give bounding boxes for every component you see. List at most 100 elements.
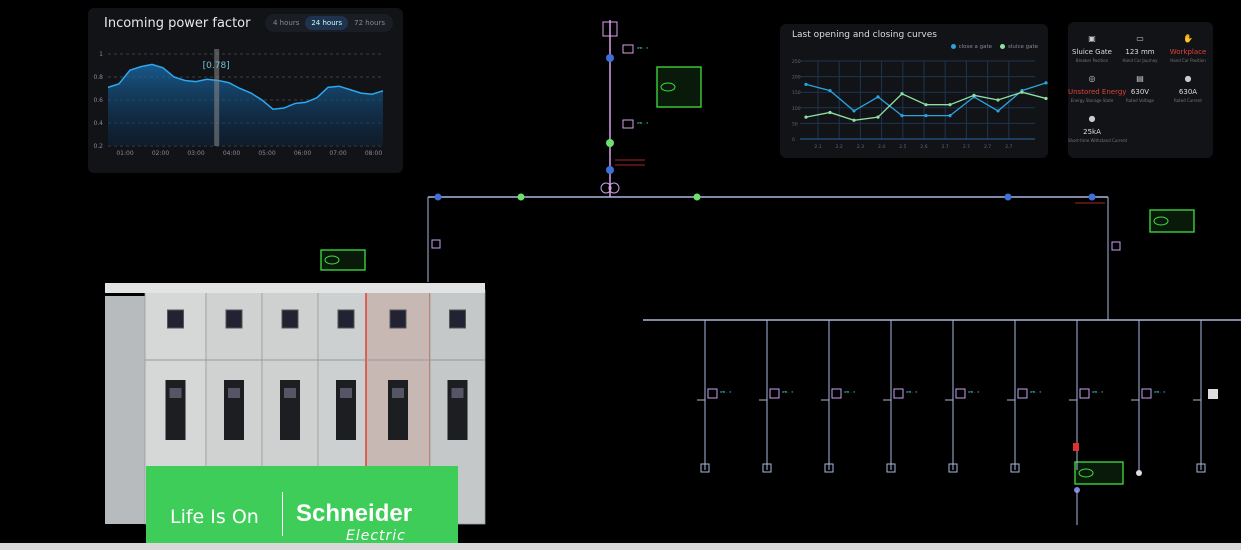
info-value: 25kA <box>1083 128 1101 136</box>
relay-label: IPM ·· 3 <box>1092 390 1103 394</box>
y-tick-label: 0.4 <box>93 120 103 127</box>
cabinet-screen <box>228 388 240 398</box>
data-point <box>924 114 928 118</box>
load-symbol <box>700 463 710 473</box>
x-tick-label: 04:00 <box>223 150 240 157</box>
data-point <box>996 109 1000 113</box>
relay-label: IPM ·· 3 <box>906 390 917 394</box>
x-tick-label: 03:00 <box>187 150 204 157</box>
legend: close a gate sluice gate <box>950 44 1038 50</box>
x-tick-label: 2.7 <box>963 144 970 150</box>
brand-sub: Electric <box>346 528 406 544</box>
load-symbol <box>1136 470 1142 476</box>
breaker-node <box>606 139 614 147</box>
relay-box <box>1141 388 1152 399</box>
data-point <box>852 109 856 113</box>
widget-icon <box>1078 468 1094 478</box>
tagline: Life Is On <box>170 506 259 528</box>
info-value: 630A <box>1178 88 1198 96</box>
cabinet-display <box>449 309 466 329</box>
alarm-breaker <box>1073 443 1079 451</box>
info-item: ▤ 630V Rated Voltage <box>1116 74 1164 103</box>
relay-label: IPM ·· 3 <box>637 121 648 125</box>
y-tick-label: 0.2 <box>93 143 103 150</box>
info-label: Hand Car Position <box>1170 58 1206 63</box>
brand-name: Schneider <box>296 500 413 527</box>
relay-box <box>831 388 842 399</box>
relay-box <box>893 388 904 399</box>
data-point <box>996 98 1000 102</box>
relay-label: IPM ·· 3 <box>1154 390 1165 394</box>
data-point <box>1044 81 1048 85</box>
bus-node <box>434 193 442 201</box>
meter-symbol <box>1208 389 1218 399</box>
breaker-node <box>606 54 614 62</box>
tab-72-hours[interactable]: 72 hours <box>354 19 385 27</box>
x-tick-label: 2.2 <box>836 144 843 150</box>
x-tick-label: 2.3 <box>857 144 864 150</box>
x-tick-label: 2.5 <box>899 144 906 150</box>
x-tick-label: 2.4 <box>878 144 885 150</box>
tooltip-value: [0.78] <box>203 61 230 71</box>
monitor-widget <box>1149 209 1195 233</box>
x-tick-label: 01:00 <box>116 150 133 157</box>
info-value: Unstored Energy <box>1068 88 1127 96</box>
voltage-icon: ▤ <box>1136 74 1144 83</box>
x-tick-label: 2.6 <box>920 144 927 150</box>
info-label: Energy Storage State <box>1070 98 1114 103</box>
tab-4-hours[interactable]: 4 hours <box>272 19 300 27</box>
relay-box <box>769 388 780 399</box>
info-label: Hand Car Journey <box>1122 58 1158 63</box>
y-tick-label: 0.6 <box>93 97 103 104</box>
y-tick-label: 0 <box>792 137 795 143</box>
relay-box <box>707 388 718 399</box>
power-factor-title: Incoming power factor <box>104 16 251 31</box>
widget-icon <box>1153 216 1169 226</box>
monitor-widget <box>1074 461 1124 485</box>
x-tick-label: 08:00 <box>365 150 382 157</box>
hover-marker <box>214 49 220 146</box>
relay-box <box>622 119 634 129</box>
load-symbol <box>1196 463 1206 473</box>
relay-label: IPM ·· 3 <box>1030 390 1041 394</box>
bus-node <box>693 193 701 201</box>
cabinet-display <box>389 309 407 329</box>
x-tick-label: 2.7 <box>1005 144 1012 150</box>
data-point <box>948 103 952 107</box>
x-tick-label: 05:00 <box>258 150 275 157</box>
transformer-icon <box>608 182 620 194</box>
tab-24-hours[interactable]: 24 hours <box>305 16 349 30</box>
cabinet-display <box>225 309 243 329</box>
relay-label: IPM ·· 3 <box>968 390 979 394</box>
bus-node <box>517 193 525 201</box>
load-symbol <box>824 463 834 473</box>
data-point <box>972 93 976 97</box>
y-tick-label: 250 <box>792 59 801 65</box>
energy-icon: ◎ <box>1088 74 1096 83</box>
series-line <box>805 82 1047 117</box>
info-value: 630V <box>1130 88 1150 96</box>
curves-panel: Last opening and closing curves close a … <box>780 24 1048 158</box>
series-line <box>107 63 384 110</box>
relay-box <box>955 388 966 399</box>
relay-box <box>1111 241 1121 251</box>
bus-node <box>1004 193 1012 201</box>
data-point <box>900 114 904 118</box>
divider <box>282 492 283 536</box>
relay-box <box>431 239 441 249</box>
y-tick-label: 100 <box>792 106 801 112</box>
data-point <box>804 115 808 119</box>
bus-node <box>1088 193 1096 201</box>
load-symbol <box>1010 463 1020 473</box>
cabinet-screen <box>451 388 464 398</box>
cabinet-display <box>167 309 184 329</box>
x-tick-label: 07:00 <box>329 150 346 157</box>
breaker-icon: ▣ <box>1088 34 1096 43</box>
hand-icon: ✋ <box>1183 34 1193 43</box>
data-point <box>876 115 880 119</box>
info-label: Rated Voltage <box>1126 98 1154 103</box>
cabinet-screen <box>284 388 296 398</box>
